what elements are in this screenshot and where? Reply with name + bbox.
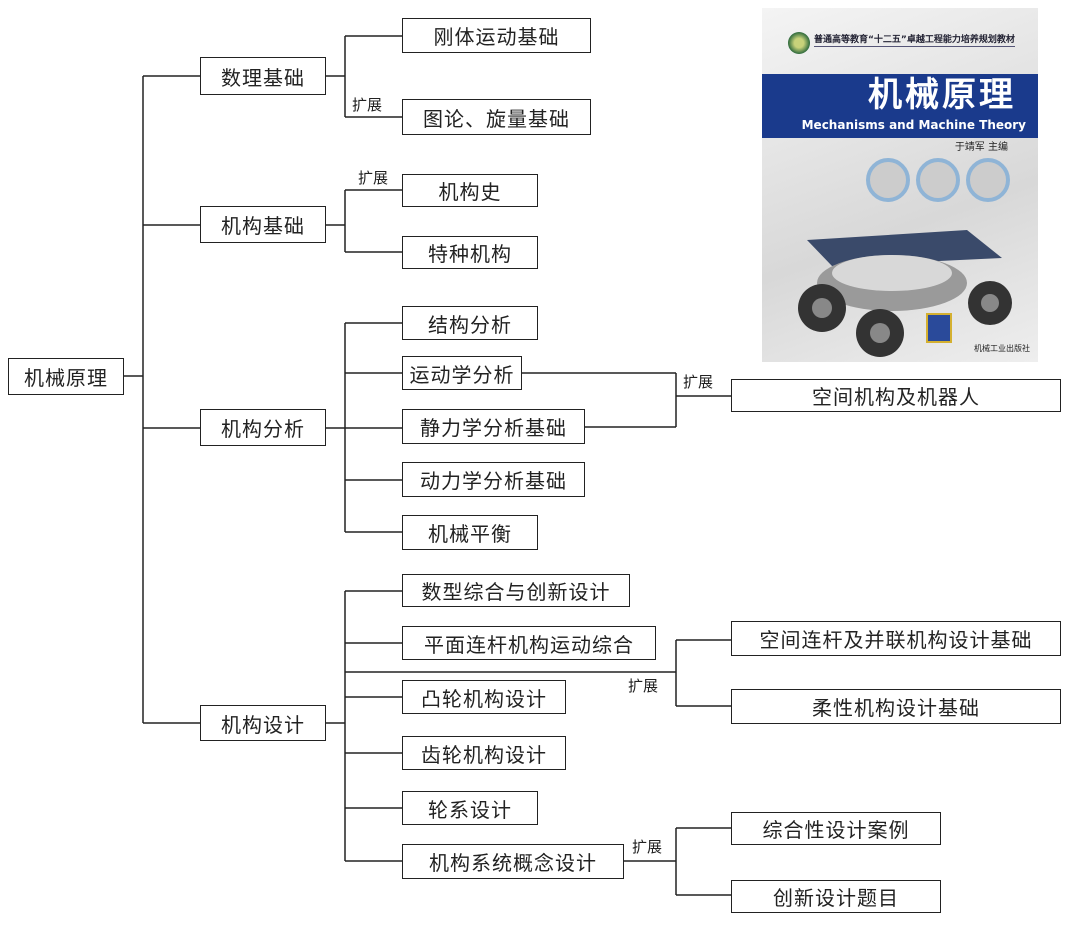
node-gear-design: 齿轮机构设计 [402, 736, 566, 770]
title-band [762, 74, 1038, 138]
mechanism-thumbnail [966, 158, 1010, 202]
node-gear-train-design: 轮系设计 [402, 791, 538, 825]
node-compliant-mechanism-design: 柔性机构设计基础 [731, 689, 1061, 724]
node-type-synthesis: 数型综合与创新设计 [402, 574, 630, 607]
node-spatial-mechanisms-robots: 空间机构及机器人 [731, 379, 1061, 412]
node-kinematic-analysis: 运动学分析 [402, 356, 522, 390]
book-publisher: 机械工业出版社 [974, 344, 1030, 353]
node-rigid-body-motion: 刚体运动基础 [402, 18, 591, 53]
node-structural-analysis: 结构分析 [402, 306, 538, 340]
node-innovation-topics: 创新设计题目 [731, 880, 941, 913]
ext-label: 扩展 [683, 373, 714, 391]
ext-label: 扩展 [632, 838, 663, 856]
node-cam-design: 凸轮机构设计 [402, 680, 566, 714]
book-series: 普通高等教育“十二五”卓越工程能力培养规划教材 [814, 35, 1015, 47]
node-special-mechanisms: 特种机构 [402, 236, 538, 269]
book-cover-image: 普通高等教育“十二五”卓越工程能力培养规划教材 机械原理 Mechanisms … [762, 8, 1038, 362]
node-static-analysis: 静力学分析基础 [402, 409, 585, 444]
book-author: 于靖军 主编 [954, 142, 1008, 153]
node-dynamic-analysis: 动力学分析基础 [402, 462, 585, 497]
ext-label: 扩展 [352, 96, 383, 114]
node-design-cases: 综合性设计案例 [731, 812, 941, 845]
node-planar-linkage-synthesis: 平面连杆机构运动综合 [402, 626, 656, 660]
node-mechanism-history: 机构史 [402, 174, 538, 207]
book-subtitle: Mechanisms and Machine Theory [801, 118, 1026, 132]
node-mechanism-design: 机构设计 [200, 705, 326, 741]
mechanism-thumbnail [866, 158, 910, 202]
mechanism-thumbnail [916, 158, 960, 202]
node-conceptual-design: 机构系统概念设计 [402, 844, 624, 879]
ext-label: 扩展 [358, 169, 389, 187]
book-title: 机械原理 [868, 75, 1016, 115]
node-math-basics: 数理基础 [200, 57, 326, 95]
node-spatial-parallel-design: 空间连杆及并联机构设计基础 [731, 621, 1061, 656]
node-machine-balancing: 机械平衡 [402, 515, 538, 550]
ext-label: 扩展 [628, 677, 659, 695]
rover-illustration [798, 230, 1012, 357]
node-mechanism-analysis: 机构分析 [200, 409, 326, 446]
series-seal-logo [788, 32, 810, 54]
root-node: 机械原理 [8, 358, 124, 395]
node-graph-screw-theory: 图论、旋量基础 [402, 99, 591, 135]
node-mechanism-basics: 机构基础 [200, 206, 326, 243]
